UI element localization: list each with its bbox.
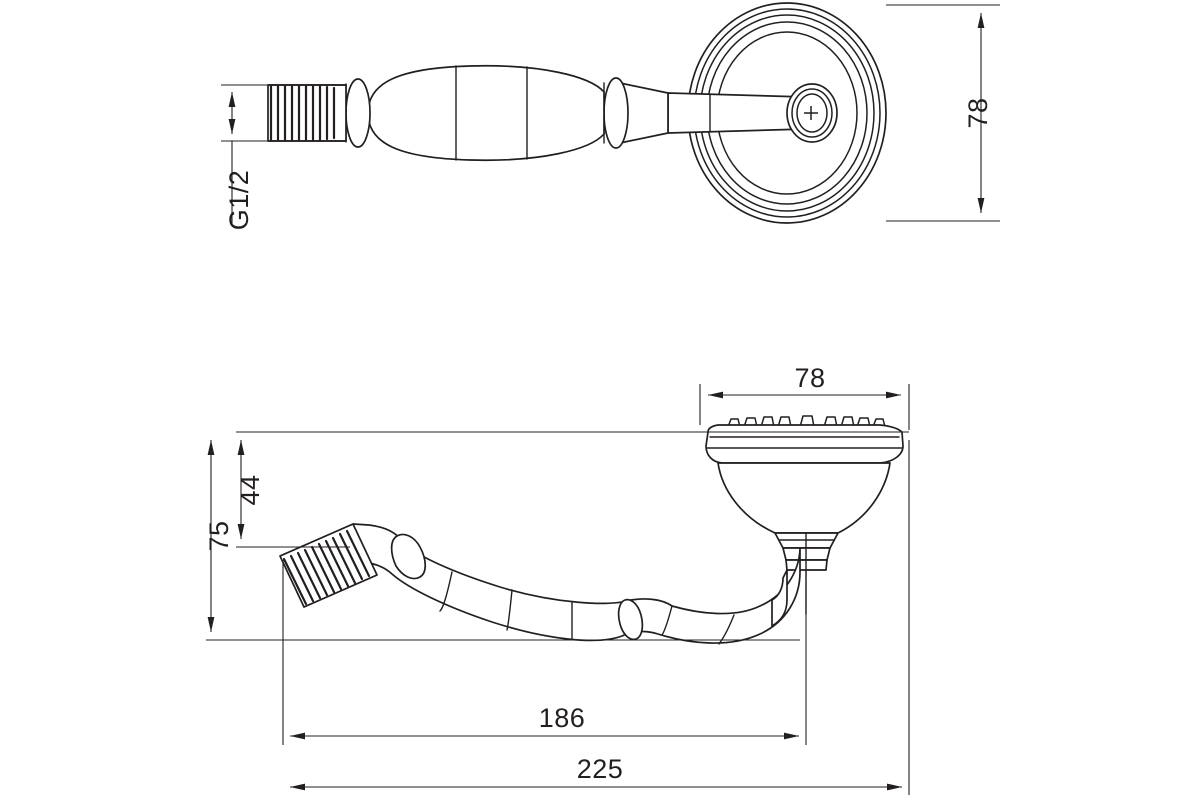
top-view-group: 78 G1/2 (221, 2, 1000, 231)
dimension-length-225: 225 (290, 440, 910, 795)
dimension-face-width-side: 78 (699, 363, 910, 430)
spray-face-center-hub (786, 83, 838, 143)
dimension-label-75: 75 (204, 520, 234, 551)
spray-head-side (705, 415, 904, 573)
dimension-label-78-side: 78 (794, 363, 825, 393)
handle-side-view (279, 523, 807, 645)
side-view-group: 78 44 75 186 (204, 363, 910, 795)
dimension-length-186: 186 (282, 560, 807, 745)
dimension-face-diameter-top: 78 (886, 4, 1000, 222)
dimension-height-75: 75 (204, 440, 800, 641)
dimension-label-44: 44 (235, 474, 265, 505)
thread-hatching-side (282, 529, 371, 606)
dimension-height-44: 44 (235, 431, 909, 548)
dimension-label-186: 186 (539, 703, 586, 733)
thread-hatching-top (269, 84, 336, 142)
dimension-label-g12: G1/2 (224, 170, 254, 231)
handle-top-view (267, 64, 807, 162)
dimension-label-225: 225 (577, 754, 624, 784)
dimension-thread-size: G1/2 (221, 84, 330, 231)
dimension-label-78-top: 78 (963, 97, 993, 128)
